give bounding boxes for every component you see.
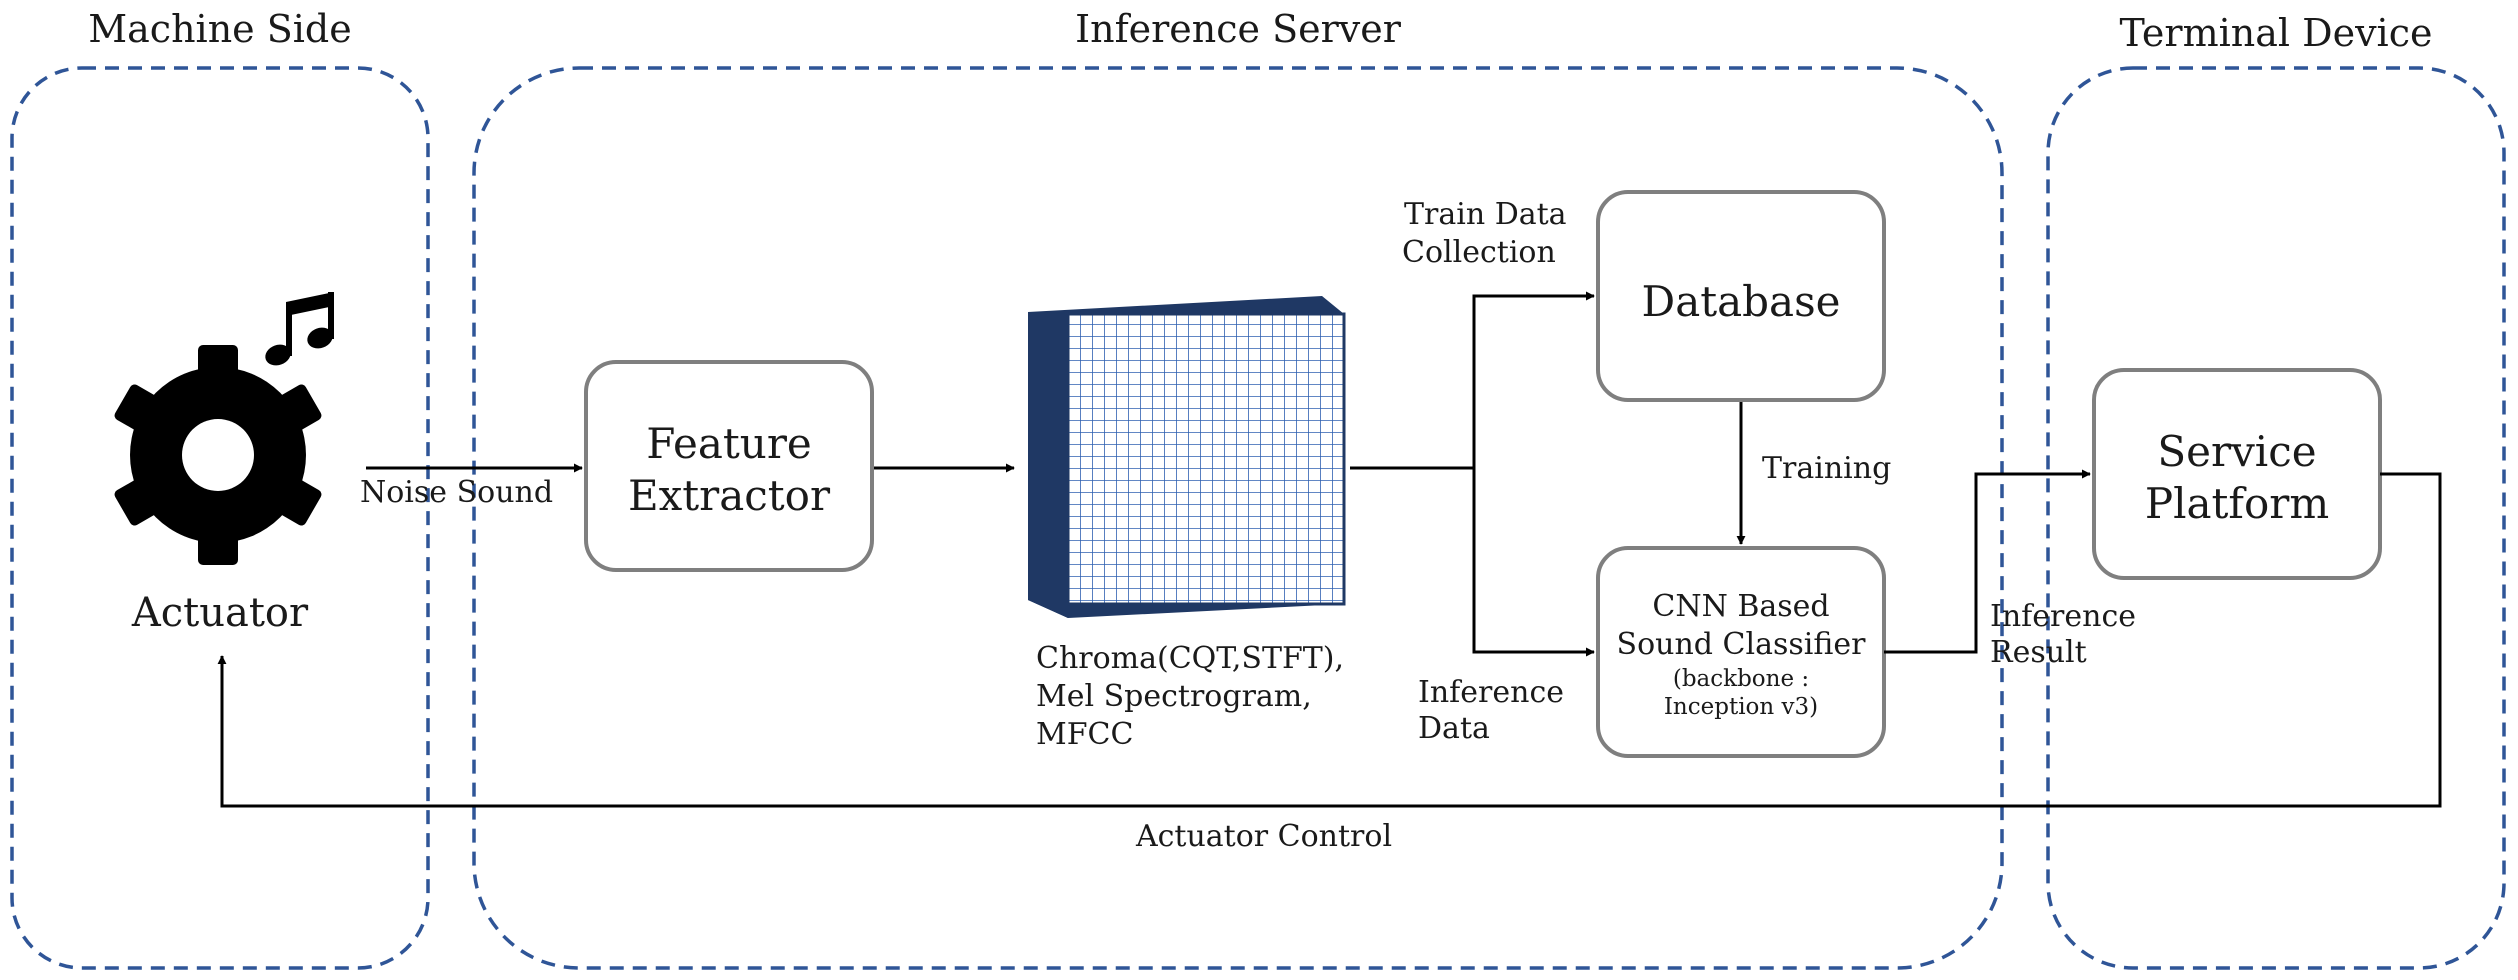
service-platform-line2: Platform [2145, 479, 2329, 528]
cnn-classifier-box: CNN Based Sound Classifier (backbone : I… [1596, 546, 1886, 758]
database-box: Database [1596, 190, 1886, 402]
music-note-icon [265, 292, 334, 366]
arrow-actuator-control [217, 472, 2442, 808]
region-terminal-device: Terminal Device [2046, 11, 2506, 970]
connectors [217, 291, 2442, 808]
region-title-terminal-device: Terminal Device [2120, 11, 2433, 55]
features-line2: Mel Spectrogram, [1036, 679, 1312, 714]
region-machine-side: Machine Side [10, 7, 430, 970]
region-title-inference-server: Inference Server [1075, 7, 1402, 51]
feature-block [1028, 296, 1346, 618]
label-actuator-control: Actuator Control [1135, 819, 1392, 854]
label-noise-sound: Noise Sound [360, 475, 553, 510]
label-training: Training [1762, 451, 1891, 486]
feature-extractor-line1: Feature [646, 419, 812, 468]
label-train-data-1: Train Data [1404, 197, 1567, 232]
actuator-label: Actuator [131, 590, 309, 636]
branch-line [1350, 291, 1595, 470]
cnn-line3: (backbone : [1673, 666, 1809, 692]
cnn-line2: Sound Classifier [1617, 627, 1867, 662]
service-platform-line1: Service [2157, 427, 2316, 476]
service-platform-box: Service Platform [2092, 368, 2382, 580]
label-inference-data-2: Data [1418, 711, 1490, 746]
features-line3: MFCC [1036, 717, 1133, 752]
features-line1: Chroma(CQT,STFT), [1036, 641, 1344, 676]
region-inference-server: Inference Server [472, 7, 2004, 970]
feature-extractor-line2: Extractor [628, 471, 831, 520]
feature-extractor-box: Feature Extractor [584, 360, 874, 572]
label-inference-result-1: Inference [1990, 599, 2136, 634]
arrow-inference-result [1884, 469, 2091, 654]
cnn-line1: CNN Based [1652, 589, 1829, 624]
label-train-data-2: Collection [1402, 235, 1556, 270]
cnn-line4: Inception v3) [1664, 694, 1818, 720]
database-label: Database [1642, 277, 1841, 326]
label-inference-data-1: Inference [1418, 675, 1564, 710]
label-inference-result-2: Result [1990, 635, 2087, 670]
branch-inference [1472, 468, 1595, 657]
gear-icon [114, 345, 322, 565]
region-title-machine-side: Machine Side [88, 7, 352, 51]
